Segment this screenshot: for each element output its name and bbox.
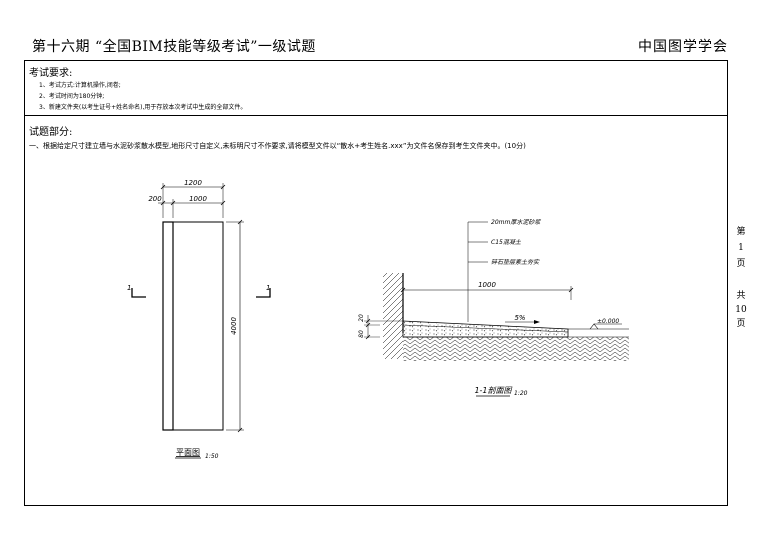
section-view: 20mm厚水泥砂浆 C15混凝土 碎石垫层素土夯实 1000 5% ±0.000… <box>358 218 629 397</box>
layer-label-3: 碎石垫层素土夯实 <box>491 258 540 266</box>
total-prefix: 共 <box>736 291 746 301</box>
page-word: 页 <box>736 259 746 269</box>
total-word: 页 <box>736 319 746 329</box>
plan-title: 平面图 <box>176 448 200 457</box>
questions-title: 试题部分: <box>29 127 73 138</box>
plan-scale: 1:50 <box>205 453 219 460</box>
apron-slab <box>402 320 569 338</box>
layer-label-2: C15混凝土 <box>491 238 522 246</box>
requirements-box: 考试要求: 1、考试方式:计算机操作,闭卷; 2、考试时间为180分钟; 3、新… <box>25 61 727 116</box>
page-current: 1 <box>738 243 744 253</box>
requirement-item: 1、考试方式:计算机操作,闭卷; <box>39 82 121 89</box>
requirement-item: 2、考试时间为180分钟; <box>39 93 105 100</box>
page-prefix: 第 <box>736 227 746 237</box>
section-dim-thk2: 20 <box>358 314 365 322</box>
plan-dim-total: 1200 <box>184 179 202 187</box>
requirements-title: 考试要求: <box>29 68 73 79</box>
slope-label: 5% <box>514 314 525 322</box>
exam-title: 第十六期 “全国BIM技能等级考试”一级试题 <box>32 39 316 55</box>
elevation-label: ±0.000 <box>597 318 619 325</box>
drawing-frame: 考试要求: 1、考试方式:计算机操作,闭卷; 2、考试时间为180分钟; 3、新… <box>24 60 728 506</box>
plan-outline <box>162 221 224 431</box>
question-1-text: 一、根据给定尺寸建立墙与水泥砂浆散水模型,地形尺寸自定义,未标明尺寸不作要求,请… <box>29 142 526 150</box>
section-mark-left-label: 1 <box>127 284 131 292</box>
section-dim-thk1: 80 <box>358 330 365 338</box>
plan-dim-wall: 200 <box>148 195 162 203</box>
section-soil-hatch <box>403 337 629 361</box>
plan-dim-length: 4000 <box>230 317 238 335</box>
plan-view: 1200 200 1000 4000 1 1 平面图 1:50 <box>127 179 271 460</box>
section-mark-right <box>256 288 271 298</box>
plan-wall <box>162 221 174 431</box>
section-mark-left <box>131 288 146 298</box>
layer-label-1: 20mm厚水泥砂浆 <box>491 218 541 226</box>
page-total: 10 <box>735 305 747 315</box>
plan-dim-slab: 1000 <box>189 195 207 203</box>
section-scale: 1:20 <box>514 390 528 397</box>
organization-name: 中国图学学会 <box>638 39 728 55</box>
section-wall-hatch <box>383 273 403 359</box>
section-dim-width: 1000 <box>478 281 496 289</box>
requirement-item: 3、新建文件夹(以考生证号+姓名命名),用于存放本次考试中生成的全部文件。 <box>39 104 247 111</box>
section-title: 1-1剖面图 <box>474 386 512 395</box>
section-mark-right-label: 1 <box>266 284 270 292</box>
